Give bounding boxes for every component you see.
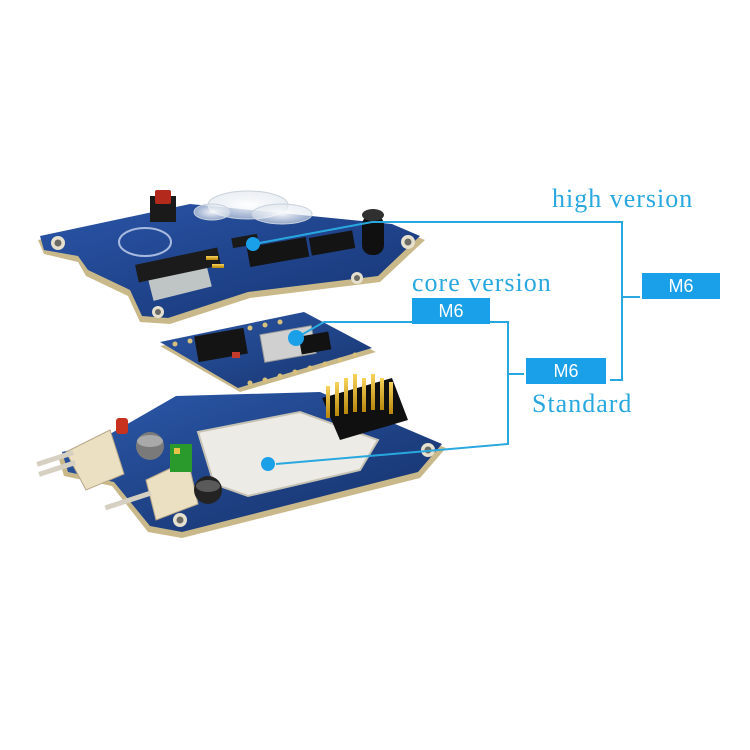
callout-lines [253,221,640,465]
core-version-board [160,312,376,392]
core-version-label: core version [412,268,552,297]
core-version-marker [288,330,304,346]
high-version-marker [246,237,260,251]
side-connectors [36,429,199,521]
high-version-badge: M6 [642,273,720,299]
standard-badge: M6 [526,358,606,384]
core-version-badge: M6 [412,298,490,324]
standard-board [36,374,446,538]
high-version-board [38,190,425,324]
standard-label: Standard [532,389,633,418]
high-version-label: high version [552,184,694,213]
standard-marker [261,457,275,471]
pin-header [322,374,408,440]
